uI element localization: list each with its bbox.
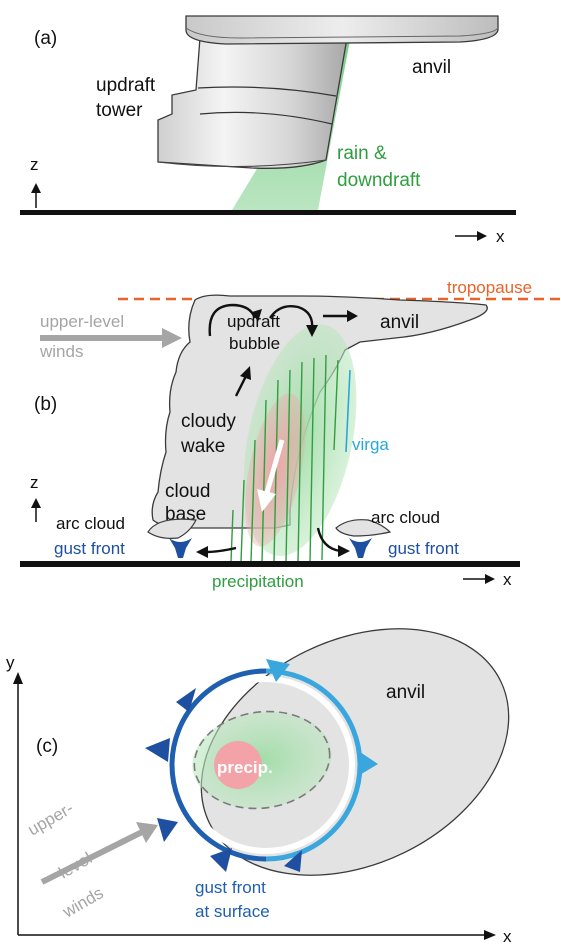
tower-base-edge — [157, 159, 327, 168]
outflow-right-arrow — [316, 527, 341, 553]
downdraft-arrowhead — [257, 489, 276, 512]
outflow-left-arrow — [205, 546, 237, 554]
gust-triangle-6 — [266, 659, 290, 682]
tower-ridge-1 — [197, 86, 337, 97]
z-axis-label-b: z — [30, 473, 39, 492]
panel-c-tag: (c) — [36, 736, 58, 757]
winds-arrow-shaft-c — [40, 829, 144, 885]
precipitation-label: precipitation — [212, 572, 304, 591]
gust-triangle-7 — [358, 752, 378, 776]
bubble-label-2: bubble — [229, 334, 280, 353]
winds-label-c-3: winds — [59, 883, 107, 922]
gust-front-arc-dark — [169, 668, 267, 862]
winds-arrowhead-b — [162, 328, 182, 348]
updraft-label-a-1: updraft — [96, 75, 156, 96]
y-axis-arrowhead-c — [13, 672, 23, 684]
wake-label-1: cloudy — [181, 411, 236, 432]
tropopause-label: tropopause — [447, 278, 532, 297]
gust-front-label-c-1: gust front — [195, 878, 266, 897]
wake-up-arrow — [234, 375, 248, 397]
updraft-label-a-2: tower — [96, 100, 143, 121]
gust-triangle-3 — [157, 818, 178, 842]
anvil-disk — [185, 15, 499, 45]
x-axis-label-b: x — [503, 570, 512, 589]
gust-front-symbol-left — [169, 538, 192, 558]
tower-ridge-2 — [199, 111, 333, 125]
y-axis-label-c: y — [6, 653, 15, 672]
x-axis-label-a: x — [496, 227, 505, 246]
bubble-circ-left — [208, 303, 257, 337]
gust-front-label-c-2: at surface — [195, 902, 270, 921]
precip-label-c: precip. — [217, 758, 273, 777]
ground-b — [20, 561, 520, 567]
rain-label-a-2: downdraft — [337, 170, 421, 191]
anvil-footprint — [200, 628, 510, 876]
virga-label: virga — [352, 435, 389, 454]
gust-triangle-1 — [176, 688, 196, 712]
rain-streaks — [230, 354, 339, 563]
ground-a — [20, 210, 516, 215]
virga-streak — [345, 369, 351, 453]
anvil-disk-edge — [185, 27, 499, 39]
bubble-label-1: updraft — [227, 312, 280, 331]
winds-arrowhead-c — [136, 822, 158, 843]
bubble-circ-right — [269, 304, 314, 331]
gust-triangle-5 — [284, 850, 302, 872]
outflow-left-head — [196, 546, 208, 558]
updraft-tower — [157, 37, 348, 169]
winds-label-b-2: winds — [39, 342, 83, 361]
precip-dashed-outline — [193, 710, 331, 810]
gust-front-symbol-right — [349, 538, 372, 558]
gust-front-left-label: gust front — [54, 539, 125, 558]
wake-up-arrowhead — [240, 366, 251, 380]
gust-front-right-label: gust front — [388, 539, 459, 558]
anvil-outflow-head — [347, 310, 358, 322]
gust-triangle-4 — [210, 848, 232, 872]
anvil-label-a: anvil — [412, 57, 451, 78]
x-axis-label-c: x — [503, 927, 512, 945]
arc-cloud-left — [147, 518, 197, 539]
panel-c: y x (c) anvil precip. upper- level winds — [6, 628, 512, 946]
base-label-1: cloud — [165, 481, 210, 502]
arc-cloud-right-label: arc cloud — [371, 508, 440, 527]
winds-label-b-1: upper-level — [40, 312, 124, 331]
panel-b-tag: (b) — [34, 394, 57, 415]
bubble-circ-left-head — [252, 309, 262, 322]
bubble-circ-right-head — [306, 325, 318, 337]
gust-front-inner-ring — [177, 676, 355, 854]
gust-triangle-2 — [145, 738, 170, 762]
arc-cloud-left-label: arc cloud — [56, 514, 125, 533]
winds-label-c-1: upper- — [25, 798, 77, 839]
rain-label-a-1: rain & — [337, 143, 387, 164]
panel-b: tropopause upper-level winds — [20, 278, 561, 591]
winds-label-c-2: level — [56, 849, 96, 883]
precip-core-c — [214, 741, 262, 789]
z-axis-label-a: z — [30, 155, 39, 174]
x-axis-arrowhead-c — [484, 930, 496, 940]
anvil-label-c: anvil — [386, 682, 425, 703]
panel-a-tag: (a) — [34, 28, 57, 49]
downdraft-arrow-shaft — [263, 439, 285, 497]
anvil-label-b: anvil — [380, 312, 419, 333]
arc-cloud-right — [335, 519, 392, 537]
outflow-right-head — [338, 545, 350, 557]
wake-label-2: wake — [180, 436, 225, 457]
panel-a: (a) anvil updraft tower rain & downdraft… — [20, 15, 516, 246]
